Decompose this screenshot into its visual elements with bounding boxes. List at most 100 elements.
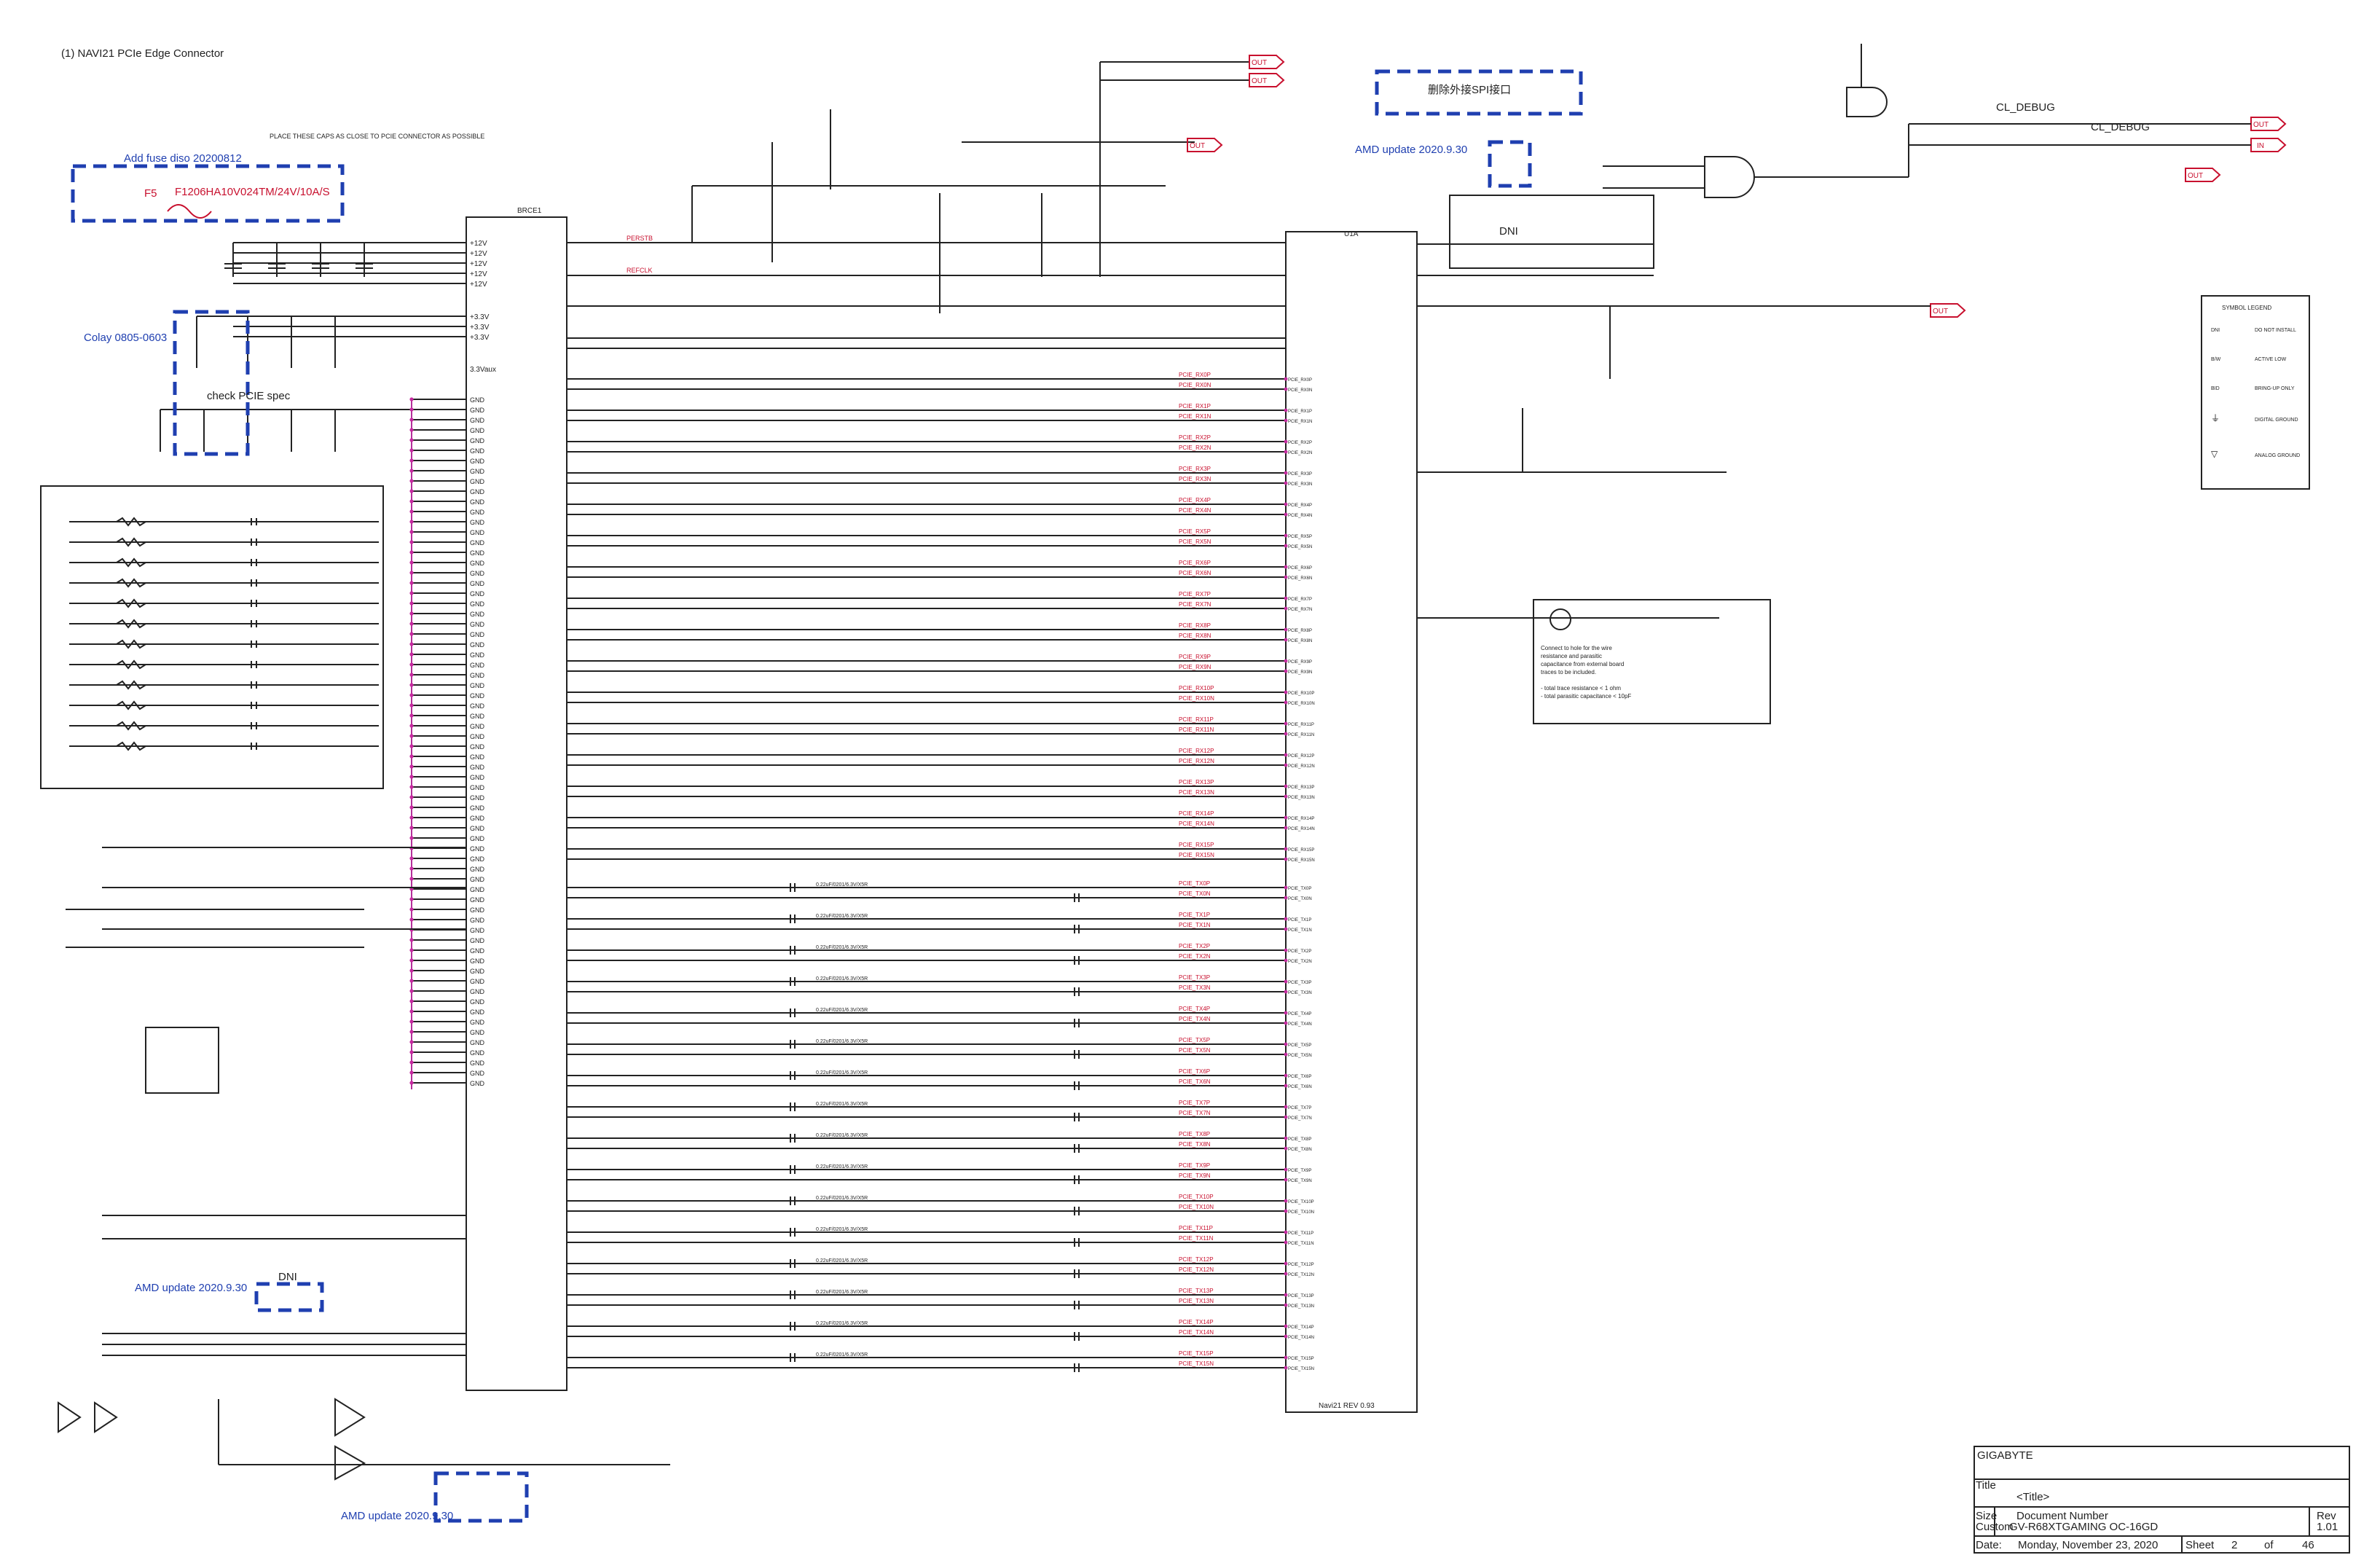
svg-text:+12V: +12V (470, 270, 487, 278)
svg-text:of: of (2264, 1539, 2274, 1551)
svg-text:PCIE_RX7P: PCIE_RX7P (1288, 598, 1312, 602)
amd-update-note-2: AMD update 2020.9.30 (135, 1282, 247, 1294)
svg-text:GND: GND (470, 917, 485, 924)
svg-text:PCIE_TX5N: PCIE_TX5N (1288, 1054, 1312, 1058)
svg-text:GND: GND (470, 580, 485, 587)
cl-debug-label-2: CL_DEBUG (2091, 121, 2150, 133)
svg-text:PCIE_TX13N: PCIE_TX13N (1288, 1304, 1314, 1309)
tx-net-label: PCIE_TX7N (1179, 1110, 1211, 1116)
out-flag-linkwidth[interactable]: OUT (1249, 55, 1285, 69)
svg-text:GND: GND (470, 447, 485, 455)
rx-net-label: PCIE_RX11N (1179, 726, 1214, 733)
tx-net-label: PCIE_TX5N (1179, 1047, 1211, 1054)
out-flag-debug-b[interactable]: OUT (2185, 168, 2221, 182)
svg-text:<Title>: <Title> (2016, 1491, 2050, 1503)
svg-text:▽: ▽ (2211, 449, 2218, 459)
out-flag-pd-perstb[interactable]: OUT (1187, 138, 1223, 152)
connector-ref: BRCE1 (517, 207, 542, 215)
svg-text:IN: IN (2257, 142, 2264, 150)
svg-text:PCIE_RX2P: PCIE_RX2P (1288, 441, 1312, 445)
svg-text:GND: GND (470, 702, 485, 710)
fuse-ref: F5 (144, 187, 157, 200)
rx-net-label: PCIE_RX4N (1179, 507, 1211, 514)
spi-removed-note: 删除外接SPI接口 (1428, 84, 1511, 96)
svg-text:PCIE_TX8N: PCIE_TX8N (1288, 1148, 1312, 1152)
svg-text:GV-R68XTGAMING OC-16GD: GV-R68XTGAMING OC-16GD (2009, 1521, 2158, 1533)
svg-text:+12V: +12V (470, 240, 487, 248)
svg-text:PCIE_TX13P: PCIE_TX13P (1288, 1294, 1314, 1299)
rx-net-label: PCIE_RX4P (1179, 497, 1211, 504)
svg-text:ACTIVE LOW: ACTIVE LOW (2255, 357, 2287, 362)
net-perstb: PERSTB (627, 235, 653, 242)
svg-text:Size: Size (1976, 1510, 1997, 1522)
rx-net-label: PCIE_RX0P (1179, 372, 1211, 378)
termination-rows (69, 517, 379, 751)
svg-text:- total parasitic capacitance: - total parasitic capacitance < 10pF (1541, 693, 1631, 700)
svg-text:GND: GND (470, 733, 485, 740)
svg-text:OUT: OUT (1252, 77, 1267, 85)
dni-label: DNI (1499, 225, 1518, 238)
svg-text:PCIE_TX3P: PCIE_TX3P (1288, 981, 1311, 985)
svg-text:0.22uF/0201/6.3V/X5R: 0.22uF/0201/6.3V/X5R (816, 1039, 868, 1044)
svg-text:PCIE_RX11N: PCIE_RX11N (1288, 733, 1314, 737)
svg-text:PCIE_RX13P: PCIE_RX13P (1288, 786, 1314, 790)
svg-text:0.22uF/0201/6.3V/X5R: 0.22uF/0201/6.3V/X5R (816, 1008, 868, 1013)
svg-text:GND: GND (470, 886, 485, 893)
tx-net-label: PCIE_TX13N (1179, 1298, 1214, 1304)
svg-text:GIGABYTE: GIGABYTE (1977, 1449, 2033, 1462)
svg-text:PCIE_RX10P: PCIE_RX10P (1288, 692, 1314, 696)
amd-update-note-3: AMD update 2020.9.30 (341, 1510, 453, 1522)
svg-text:PCIE_TX12N: PCIE_TX12N (1288, 1273, 1314, 1277)
gpu-name: Navi21 REV 0.93 (1319, 1402, 1375, 1410)
dni-box (1449, 195, 1654, 269)
tx-net-label: PCIE_TX2N (1179, 953, 1211, 960)
svg-text:GND: GND (470, 539, 485, 547)
cl-debug-label: CL_DEBUG (1996, 101, 2055, 114)
svg-text:GND: GND (470, 458, 485, 465)
svg-text:0.22uF/0201/6.3V/X5R: 0.22uF/0201/6.3V/X5R (816, 1164, 868, 1170)
svg-text:GND: GND (470, 549, 485, 557)
out-flag-sm[interactable]: OUT (1930, 303, 1966, 318)
out-flag-debug-a[interactable]: OUT (2250, 117, 2287, 131)
out-flag-linkwidth-2[interactable]: OUT (1249, 73, 1285, 87)
svg-text:PCIE_TX2P: PCIE_TX2P (1288, 949, 1311, 954)
rx-net-label: PCIE_RX5P (1179, 528, 1211, 535)
svg-text:PCIE_RX3P: PCIE_RX3P (1288, 472, 1312, 477)
svg-text:PCIE_TX7P: PCIE_TX7P (1288, 1106, 1311, 1111)
svg-text:PCIE_RX15P: PCIE_RX15P (1288, 848, 1314, 853)
in-flag-debug[interactable]: IN (2250, 138, 2287, 152)
svg-text:GND: GND (470, 968, 485, 975)
svg-text:GND: GND (470, 662, 485, 669)
svg-text:GND: GND (470, 488, 485, 496)
svg-text:3.3Vaux: 3.3Vaux (470, 366, 496, 374)
svg-text:traces to be included.: traces to be included. (1541, 669, 1596, 675)
svg-text:PCIE_TX15N: PCIE_TX15N (1288, 1367, 1314, 1371)
svg-text:PCIE_RX14N: PCIE_RX14N (1288, 827, 1315, 831)
svg-text:GND: GND (470, 998, 485, 1006)
svg-text:GND: GND (470, 1070, 485, 1077)
svg-text:GND: GND (470, 509, 485, 516)
tx-net-label: PCIE_TX0P (1179, 880, 1210, 887)
tx-net-label: PCIE_TX12N (1179, 1266, 1214, 1273)
svg-text:PCIE_RX15N: PCIE_RX15N (1288, 858, 1315, 863)
svg-text:PCIE_TX11N: PCIE_TX11N (1288, 1242, 1314, 1246)
place-caps-note: PLACE THESE CAPS AS CLOSE TO PCIE CONNEC… (270, 133, 484, 140)
test-hole-icon (1550, 608, 1571, 630)
svg-text:GND: GND (470, 896, 485, 904)
svg-text:PCIE_RX0N: PCIE_RX0N (1288, 388, 1312, 393)
colay-note: Colay 0805-0603 (84, 332, 167, 344)
svg-text:GND: GND (470, 866, 485, 873)
sheet-title: (1) NAVI21 PCIe Edge Connector (61, 47, 224, 60)
rx-net-label: PCIE_RX9N (1179, 664, 1211, 670)
svg-text:PCIE_TX1N: PCIE_TX1N (1288, 928, 1312, 933)
svg-text:PCIE_TX9P: PCIE_TX9P (1288, 1169, 1311, 1173)
svg-text:0.22uF/0201/6.3V/X5R: 0.22uF/0201/6.3V/X5R (816, 1352, 868, 1358)
svg-text:PCIE_RX1P: PCIE_RX1P (1288, 410, 1312, 414)
svg-text:GND: GND (470, 743, 485, 751)
svg-text:GND: GND (470, 1008, 485, 1016)
svg-text:PCIE_RX4N: PCIE_RX4N (1288, 514, 1312, 518)
svg-text:+3.3V: +3.3V (470, 334, 490, 342)
svg-text:GND: GND (470, 692, 485, 700)
tx-net-label: PCIE_TX0N (1179, 890, 1211, 897)
